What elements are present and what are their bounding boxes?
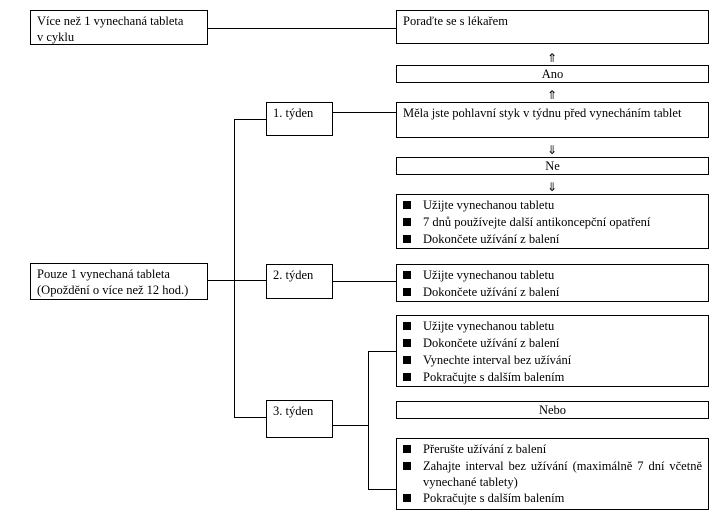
box-week1: 1. týden [266, 102, 333, 136]
box-nebo: Nebo [396, 401, 709, 419]
arrow-up-icon: ⇑ [546, 88, 558, 102]
bullet-square-icon [403, 494, 411, 502]
bullet-square-icon [403, 445, 411, 453]
arrow-down-icon: ⇓ [546, 143, 558, 157]
box-one-missed: Pouze 1 vynechaná tableta (Opoždění o ví… [30, 263, 208, 300]
week1-label: 1. týden [273, 106, 314, 120]
list-item: Užijte vynechanou tabletu [403, 318, 702, 335]
connector-top [207, 28, 396, 29]
arrow-down-icon: ⇓ [546, 180, 558, 194]
list-item: Vynechte interval bez užívání [403, 352, 702, 369]
bullet-square-icon [403, 201, 411, 209]
connector-to-list3b [368, 489, 396, 490]
list-item: Dokončete užívání z balení [403, 335, 702, 352]
box-consult-doctor: Poraďte se s lékařem [396, 10, 709, 44]
ne-text: Ne [545, 159, 560, 173]
bullet-square-icon [403, 218, 411, 226]
arrow-up-icon: ⇑ [546, 51, 558, 65]
more-than-one-line1: Více než 1 vynechaná tableta [37, 14, 184, 28]
list-item: Pokračujte s dalším balením [403, 490, 702, 507]
box-question: Měla jste pohlavní styk v týdnu před vyn… [396, 102, 709, 138]
week3-label: 3. týden [273, 404, 314, 418]
bullet-square-icon [403, 322, 411, 330]
connector-vertical-weeks [234, 119, 235, 417]
list-item: Užijte vynechanou tabletu [403, 267, 702, 284]
box-week1-instructions: Užijte vynechanou tabletu 7 dnů používej… [396, 194, 709, 249]
box-ne: Ne [396, 157, 709, 175]
connector-week3-vertical [368, 351, 369, 489]
bullet-square-icon [403, 462, 411, 470]
one-missed-line2: (Opoždění o více než 12 hod.) [37, 283, 189, 297]
list-item: 7 dnů používejte další antikoncepční opa… [403, 214, 702, 231]
ano-text: Ano [541, 67, 564, 81]
list-item: Přerušte užívání z balení [403, 441, 702, 458]
connector-to-week1 [234, 119, 266, 120]
bullet-square-icon [403, 339, 411, 347]
connector-week1-to-question [332, 112, 396, 113]
bullet-square-icon [403, 373, 411, 381]
more-than-one-line2: v cyklu [37, 30, 75, 44]
list-item: Dokončete užívání z balení [403, 284, 702, 301]
box-ano: Ano [396, 65, 709, 83]
bullet-square-icon [403, 288, 411, 296]
box-more-than-one-missed: Více než 1 vynechaná tableta v cyklu [30, 10, 208, 45]
box-week3-option-a: Užijte vynechanou tabletu Dokončete užív… [396, 315, 709, 387]
connector-to-list3a [368, 351, 396, 352]
bullet-square-icon [403, 356, 411, 364]
list-item: Užijte vynechanou tabletu [403, 197, 702, 214]
box-week3-option-b: Přerušte užívání z balení Zahajte interv… [396, 438, 709, 510]
list-item: Pokračujte s dalším balením [403, 369, 702, 386]
week2-label: 2. týden [273, 268, 314, 282]
connector-week2-to-list [332, 281, 396, 282]
question-text: Měla jste pohlavní styk v týdnu před vyn… [403, 106, 682, 120]
list-item: Dokončete užívání z balení [403, 231, 702, 248]
consult-doctor-text: Poraďte se s lékařem [403, 14, 508, 28]
bullet-square-icon [403, 235, 411, 243]
one-missed-line1: Pouze 1 vynechaná tableta [37, 267, 170, 281]
box-week2: 2. týden [266, 264, 333, 299]
connector-week3-out [332, 425, 368, 426]
connector-main-to-week2 [208, 280, 266, 281]
bullet-square-icon [403, 271, 411, 279]
list-item: Zahajte interval bez užívání (maximálně … [403, 458, 702, 490]
box-week2-instructions: Užijte vynechanou tabletu Dokončete užív… [396, 264, 709, 302]
box-week3: 3. týden [266, 400, 333, 438]
connector-to-week3 [234, 417, 266, 418]
nebo-text: Nebo [538, 403, 567, 417]
